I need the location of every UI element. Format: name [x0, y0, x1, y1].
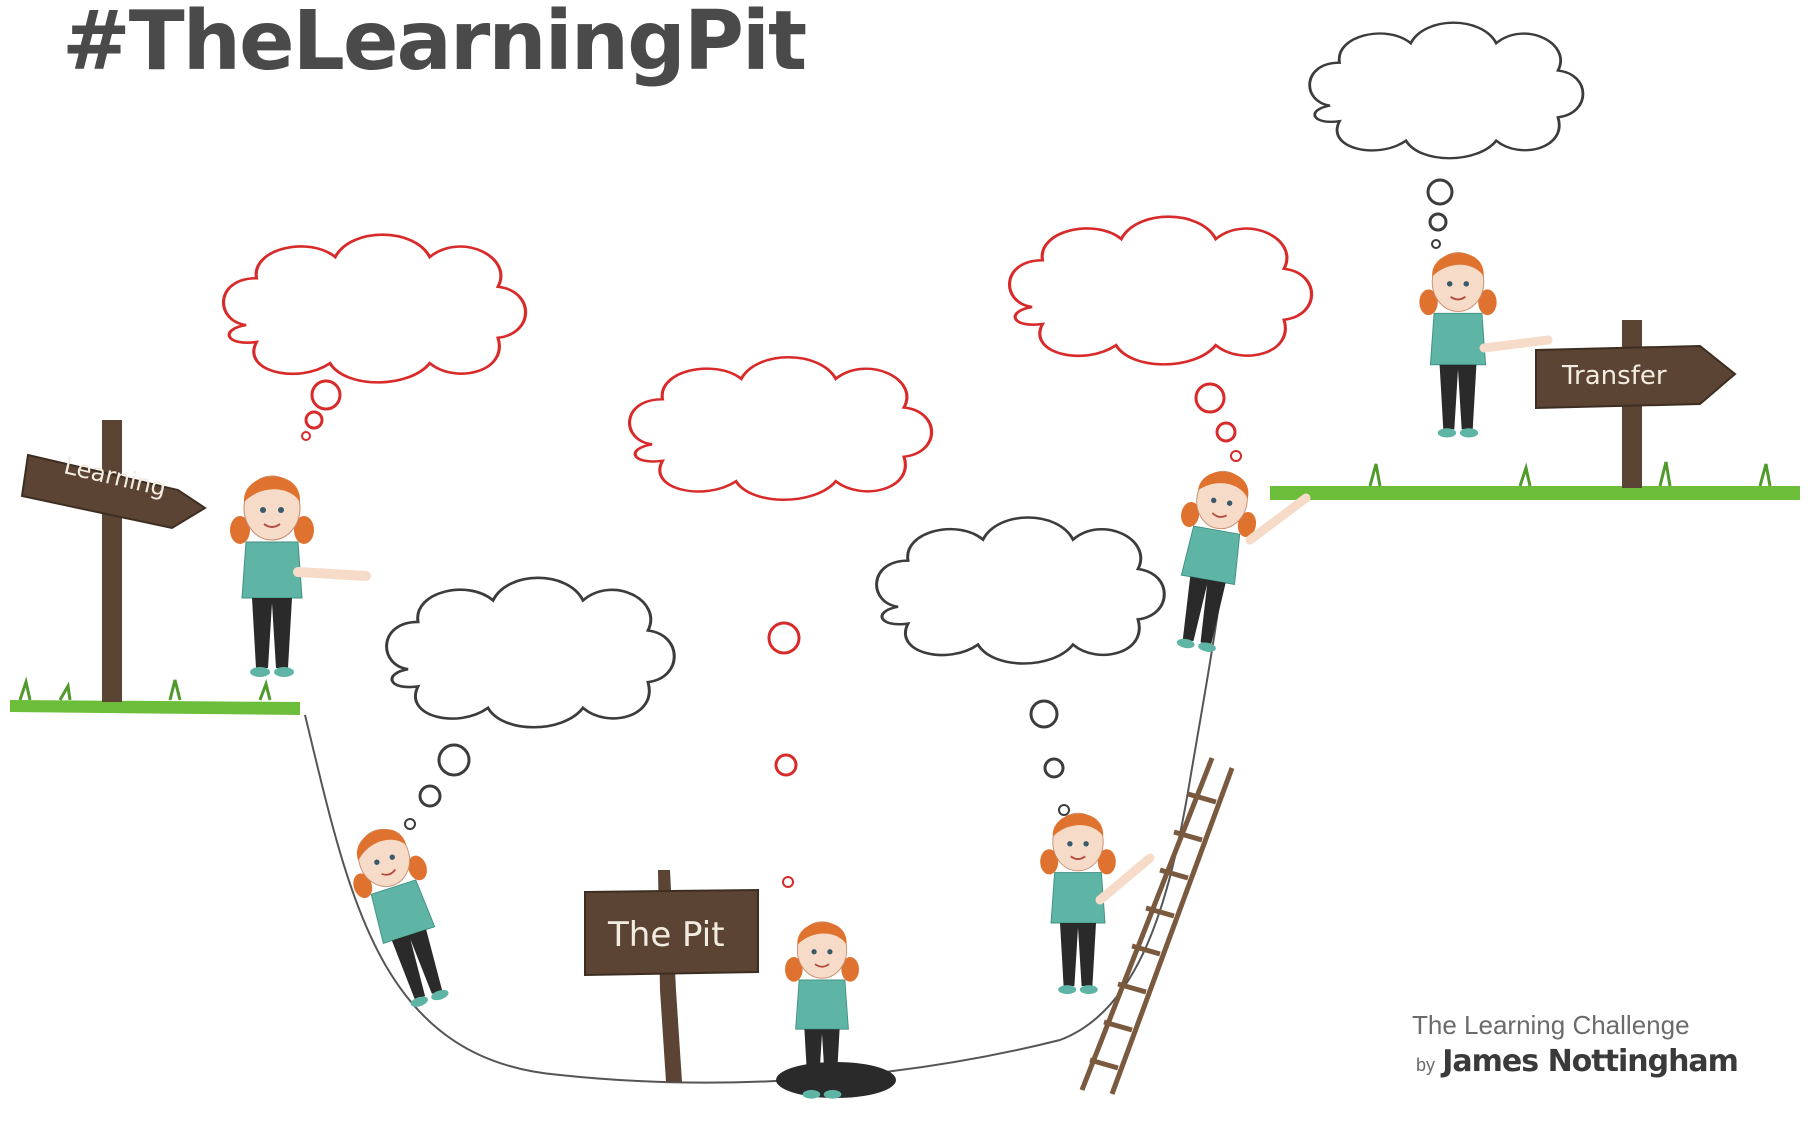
credit-author-line: by James Nottingham	[1416, 1044, 1739, 1079]
child-figure-transfer	[1418, 251, 1553, 439]
thought-bubble-pit	[627, 355, 934, 888]
child-figure-learning	[229, 475, 371, 678]
ladder-icon	[1079, 757, 1235, 1095]
thought-bubble-climb	[1007, 215, 1314, 462]
credit-by: by	[1416, 1055, 1436, 1075]
credit-title: The Learning Challenge	[1412, 1010, 1690, 1040]
pit-curve	[304, 559, 1226, 1084]
pit-signpost: The Pit	[584, 870, 759, 1082]
learning-signpost: Learning	[20, 420, 207, 702]
child-figure-ladder	[1039, 812, 1155, 995]
transfer-sign-label: Transfer	[1561, 361, 1667, 391]
credit-author: James Nottingham	[1442, 1044, 1739, 1079]
transfer-signpost: Transfer	[1535, 320, 1737, 488]
right-grass-ledge	[1270, 461, 1800, 500]
thought-bubble-fall	[385, 576, 676, 830]
page-title: #TheLearningPit	[62, 0, 807, 89]
thought-bubble-learning	[221, 233, 528, 441]
child-figure-pit	[776, 920, 896, 1100]
child-figure-falling	[338, 818, 468, 1016]
credit-line: The Learning Challenge	[1412, 1010, 1690, 1041]
child-figure-climbing	[1157, 464, 1311, 658]
left-grass-ledge	[10, 676, 300, 715]
pit-sign-label: The Pit	[607, 915, 725, 955]
thought-bubble-transfer	[1308, 21, 1585, 249]
thought-bubble-ladder	[875, 516, 1166, 816]
